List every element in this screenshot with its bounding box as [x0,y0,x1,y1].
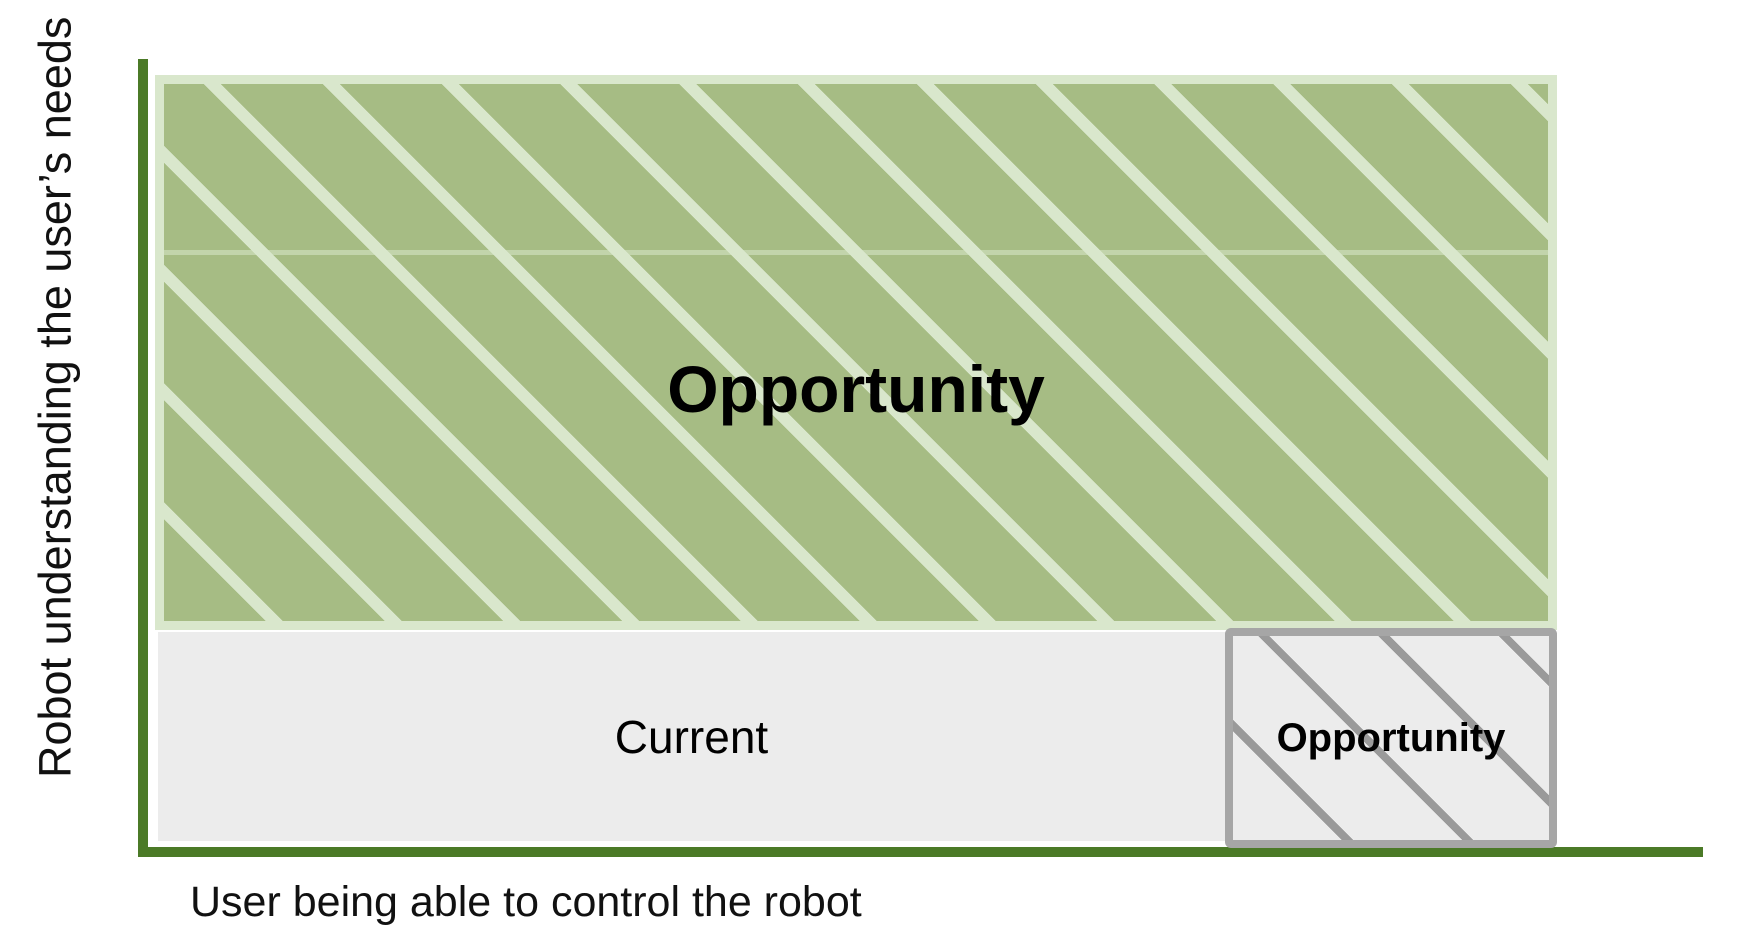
current-label-area: Current [158,632,1225,841]
current-label: Current [614,710,769,763]
opportunity-main-label: Opportunity [667,352,1045,426]
y-axis-line [138,59,148,857]
x-axis-line [138,847,1703,857]
x-axis-label: User being able to control the robot [190,878,862,926]
opportunity-small-label: Opportunity [1276,716,1506,760]
region-opportunity-small: Opportunity [1225,628,1557,848]
region-seam-line [164,250,1548,255]
y-axis-label: Robot understanding the user’s needs [29,16,81,778]
region-opportunity-main: Opportunity [155,75,1557,630]
